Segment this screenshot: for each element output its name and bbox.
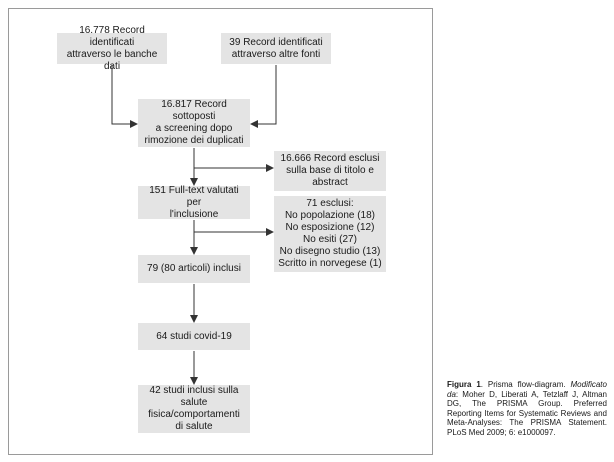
diagram-frame [8,8,433,455]
caption-label: Figura 1 [447,380,481,389]
box-screened: 16.817 Record sottoposti a screening dop… [138,99,250,147]
caption-title: . Prisma flow-diagram. [480,380,566,389]
box-excluded-title: 16.666 Record esclusi sulla base di tito… [274,151,386,191]
box-excluded-fulltext: 71 esclusi: No popolazione (18) No espos… [274,196,386,272]
box-covid: 64 studi covid-19 [138,323,250,350]
box-other-records: 39 Record identificati attraverso altre … [221,33,331,64]
arrow-other-to-screened [250,65,277,128]
arrow-db-to-screened [111,65,138,128]
caption-modified-label: Modificato da [447,380,607,399]
box-fulltext: 151 Full-text valutati per l'inclusione [138,185,250,220]
caption-reference: : Moher D, Liberati A, Tetzlaff J, Altma… [447,389,607,437]
box-included: 79 (80 articoli) inclusi [138,255,250,283]
box-final: 42 studi inclusi sulla salute fisica/com… [138,385,250,433]
box-db-records: 16.778 Record identificati attraverso le… [57,25,167,72]
figure-caption: Figura 1. Prisma flow-diagram. Modificat… [447,380,607,437]
